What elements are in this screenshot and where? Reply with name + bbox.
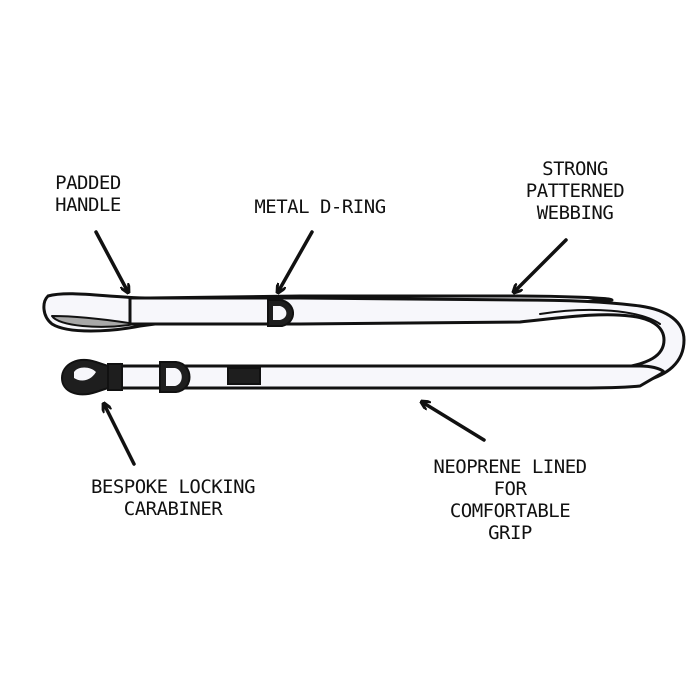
label-metal-d-ring: METAL D-RING (254, 196, 386, 218)
lead-strap (42, 292, 686, 390)
arrow-metal-d-ring (278, 230, 314, 292)
arrow-carabiner (104, 404, 136, 466)
lower-strap (116, 364, 666, 390)
metal-d-ring (267, 299, 294, 327)
return-loop-inner (539, 308, 661, 325)
lower-d-ring (159, 361, 191, 393)
arrow-padded-handle (94, 230, 128, 292)
arrow-neoprene (422, 402, 486, 442)
carabiner (60, 359, 123, 396)
arrow-webbing (514, 238, 568, 292)
strap-tag (227, 367, 261, 385)
